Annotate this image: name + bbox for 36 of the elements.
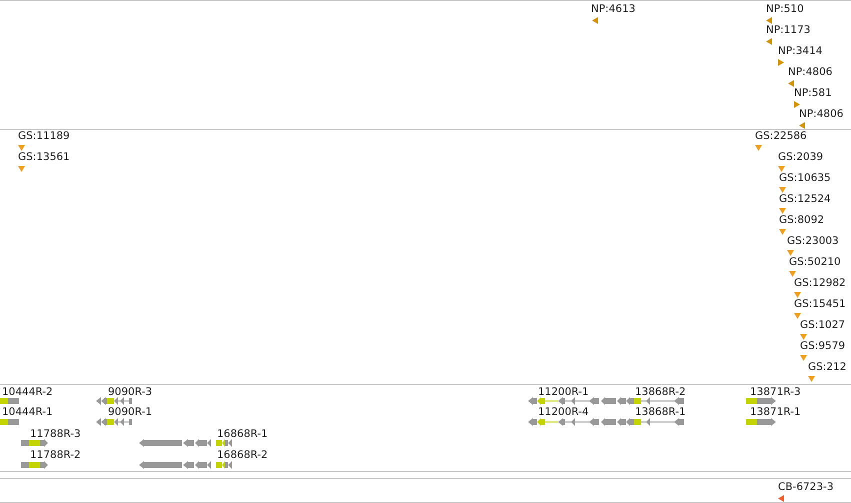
feature-label: 11788R-3 [30, 428, 81, 440]
feature-label: 11200R-1 [538, 386, 589, 398]
feature-label: NP:1173 [766, 24, 810, 36]
feature-label: NP:510 [766, 3, 804, 15]
feature-label: GS:8092 [779, 214, 824, 226]
feature-label: NP:4613 [591, 3, 636, 15]
feature-label: GS:50210 [789, 256, 841, 268]
feature-label: GS:10635 [779, 172, 831, 184]
feature-label: 10444R-2 [2, 386, 53, 398]
feature-label: 16868R-1 [217, 428, 268, 440]
feature-label: 13868R-1 [635, 406, 686, 418]
feature-label: 9090R-3 [108, 386, 152, 398]
feature-label: GS:12524 [779, 193, 831, 205]
feature-label: NP:4806 [799, 108, 844, 120]
feature-label: GS:13561 [18, 151, 70, 163]
feature-label: GS:12982 [794, 277, 846, 289]
feature-label: NP:581 [794, 87, 832, 99]
feature-label: 13871R-1 [750, 406, 801, 418]
feature-label: 13871R-3 [750, 386, 801, 398]
feature-label: GS:23003 [787, 235, 839, 247]
feature-label: 11200R-4 [538, 406, 589, 418]
feature-label: 11788R-2 [30, 449, 81, 461]
feature-label: 16868R-2 [217, 449, 268, 461]
feature-label: GS:15451 [794, 298, 846, 310]
feature-label: 13868R-2 [635, 386, 686, 398]
feature-label: NP:3414 [778, 45, 822, 57]
feature-label: GS:1027 [800, 319, 846, 331]
feature-label: GS:9579 [800, 340, 846, 352]
feature-label: 9090R-1 [108, 406, 152, 418]
feature-label: CB-6723-3 [778, 481, 834, 493]
feature-label: GS:2039 [778, 151, 824, 163]
feature-label: GS:212 [808, 361, 846, 373]
feature-label: 10444R-1 [2, 406, 53, 418]
feature-label: NP:4806 [788, 66, 832, 78]
feature-label: GS:22586 [755, 130, 807, 142]
feature-label: GS:11189 [18, 130, 70, 142]
